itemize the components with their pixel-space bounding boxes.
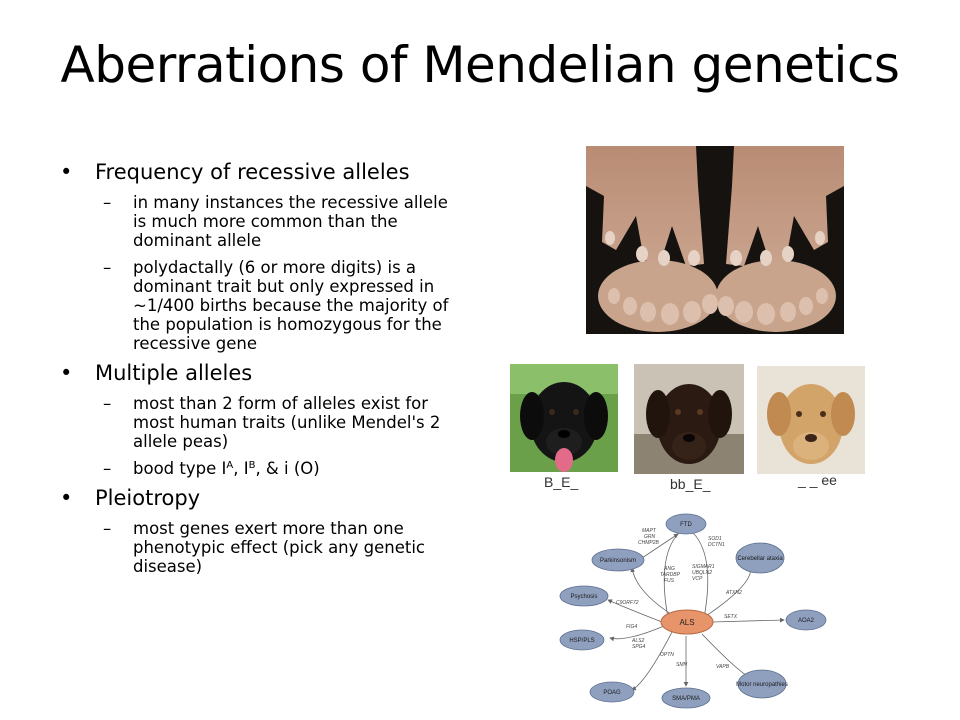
gene-label: SPG4	[632, 644, 646, 650]
dash-icon: –	[103, 193, 112, 212]
blood-type-suffix: , & i (O)	[255, 459, 320, 478]
network-node-label: ALS	[679, 618, 694, 627]
dash-icon: –	[103, 519, 112, 538]
gene-label: FUS	[664, 578, 675, 584]
gene-label: FIG4	[626, 624, 637, 630]
allele-b-superscript: B	[248, 460, 256, 471]
sub-bullet-text: in many instances the recessive allele i…	[133, 193, 448, 250]
gene-label: GRN	[644, 534, 656, 540]
bullet-text: Pleiotropy	[95, 486, 201, 510]
network-node-label: Cerebellar ataxia	[737, 556, 783, 562]
yellow-labrador-photo	[757, 366, 865, 474]
network-node-label: HSP/PLS	[569, 638, 594, 644]
dog-genotype-label: bb_E_	[670, 476, 711, 492]
gene-label: VCP	[692, 576, 703, 582]
gene-label: UBQLN2	[692, 570, 712, 576]
gene-label: ANG	[663, 566, 675, 572]
dog-genotype-label: _ _ ee	[798, 472, 837, 488]
gene-label: OPTN	[660, 652, 674, 658]
gene-label: SETX	[724, 614, 738, 620]
gene-label: ATXN2	[725, 590, 742, 596]
network-node-label: POAG	[603, 690, 621, 696]
gene-label: SIGMAR1	[692, 564, 715, 570]
network-node-label: Parkinsonism	[600, 558, 636, 564]
dog-genotype-label: B_E_	[544, 474, 579, 490]
gene-label: C9ORF72	[616, 600, 639, 606]
sub-bullet-text: polydactally (6 or more digits) is a dom…	[133, 258, 449, 353]
gene-label: SOD1	[708, 536, 722, 542]
slide-title: Aberrations of Mendelian genetics	[60, 36, 900, 94]
blood-type-separator: , I	[233, 459, 249, 478]
gene-label: TARDBP	[660, 572, 681, 578]
gene-label: SMN	[676, 662, 688, 668]
sub-bullet-item: – in many instances the recessive allele…	[60, 193, 460, 250]
sub-bullet-text: most genes exert more than one phenotypi…	[133, 519, 426, 576]
network-node-label: AOA2	[798, 618, 815, 624]
network-node-center	[660, 609, 714, 635]
bullet-dot-icon: •	[60, 486, 73, 510]
bullet-item: • Frequency of recessive alleles	[60, 160, 460, 185]
dash-icon: –	[103, 459, 112, 478]
sub-bullet-item: – most than 2 form of alleles exist for …	[60, 394, 460, 451]
black-labrador-photo	[510, 364, 618, 472]
bullet-item: • Multiple alleles	[60, 361, 460, 386]
sub-bullet-item: – bood type IA, IB, & i (O)	[60, 459, 460, 478]
bullet-list: • Frequency of recessive alleles – in ma…	[60, 160, 460, 576]
network-node-label: FTD	[680, 522, 692, 528]
blood-type-prefix: bood type I	[133, 459, 227, 478]
als-network-diagram: ALS FTD Parkinsonism Cerebellar ataxia P…	[559, 513, 827, 709]
bullet-dot-icon: •	[60, 361, 73, 385]
sub-bullet-item: – most genes exert more than one phenoty…	[60, 519, 460, 576]
bullet-item: • Pleiotropy	[60, 486, 460, 511]
network-node-label: SMA/PMA	[672, 696, 700, 702]
dash-icon: –	[103, 394, 112, 413]
chocolate-labrador-photo	[634, 364, 744, 474]
gene-label: CHMP2B	[638, 540, 660, 546]
gene-label: ALS2	[631, 638, 644, 644]
polydactyly-photo	[586, 146, 844, 334]
bullet-text: Multiple alleles	[95, 361, 253, 385]
sub-bullet-item: – polydactally (6 or more digits) is a d…	[60, 258, 460, 353]
bullet-dot-icon: •	[60, 160, 73, 184]
gene-label: VAPB	[716, 664, 730, 670]
gene-label: MAPT	[642, 528, 657, 534]
network-node-label: Motor neuropathies	[736, 682, 788, 688]
blood-type-text: bood type IA, IB, & i (O)	[133, 459, 320, 478]
allele-a-superscript: A	[226, 460, 234, 471]
network-node-label: Psychosis	[570, 594, 597, 600]
dash-icon: –	[103, 258, 112, 277]
gene-label: DCTN1	[708, 542, 725, 548]
bullet-text: Frequency of recessive alleles	[95, 160, 410, 184]
sub-bullet-text: most than 2 form of alleles exist for mo…	[133, 394, 441, 451]
